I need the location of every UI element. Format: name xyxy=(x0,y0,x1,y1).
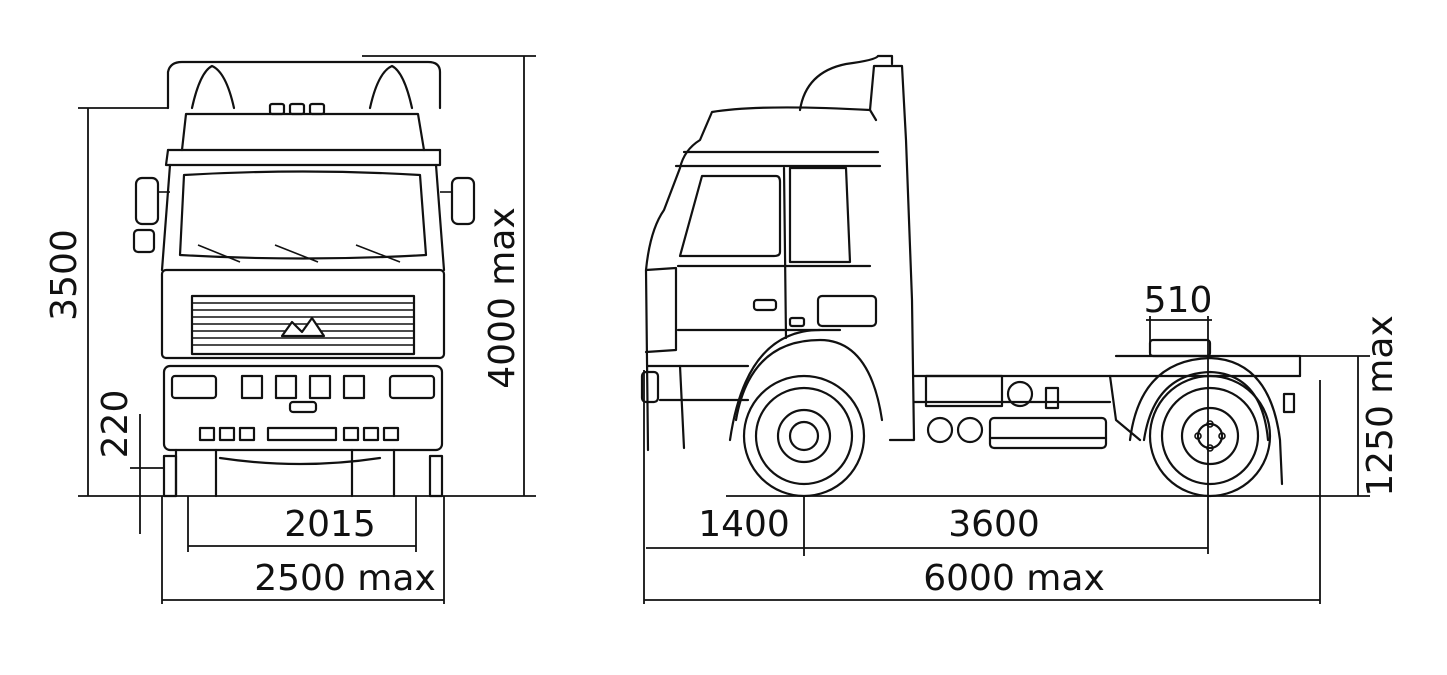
front-height-label: 3500 xyxy=(44,229,85,321)
track-width-label: 2015 xyxy=(284,504,376,545)
overall-width-label: 2500 max xyxy=(254,558,436,599)
side-view xyxy=(640,54,1302,498)
side-dimension-lines xyxy=(643,316,1370,604)
front-overhang-label: 1400 xyxy=(698,504,790,545)
front-dimension-lines xyxy=(78,55,536,604)
overall-length-label: 6000 max xyxy=(923,558,1105,599)
ground-clearance-label: 220 xyxy=(95,390,136,459)
wheelbase-label: 3600 xyxy=(948,504,1040,545)
fifth-wheel-offset-label: 510 xyxy=(1144,280,1213,321)
coupling-height-label: 1250 max xyxy=(1360,315,1401,497)
front-view xyxy=(132,60,476,498)
front-max-height-label: 4000 max xyxy=(482,207,523,389)
